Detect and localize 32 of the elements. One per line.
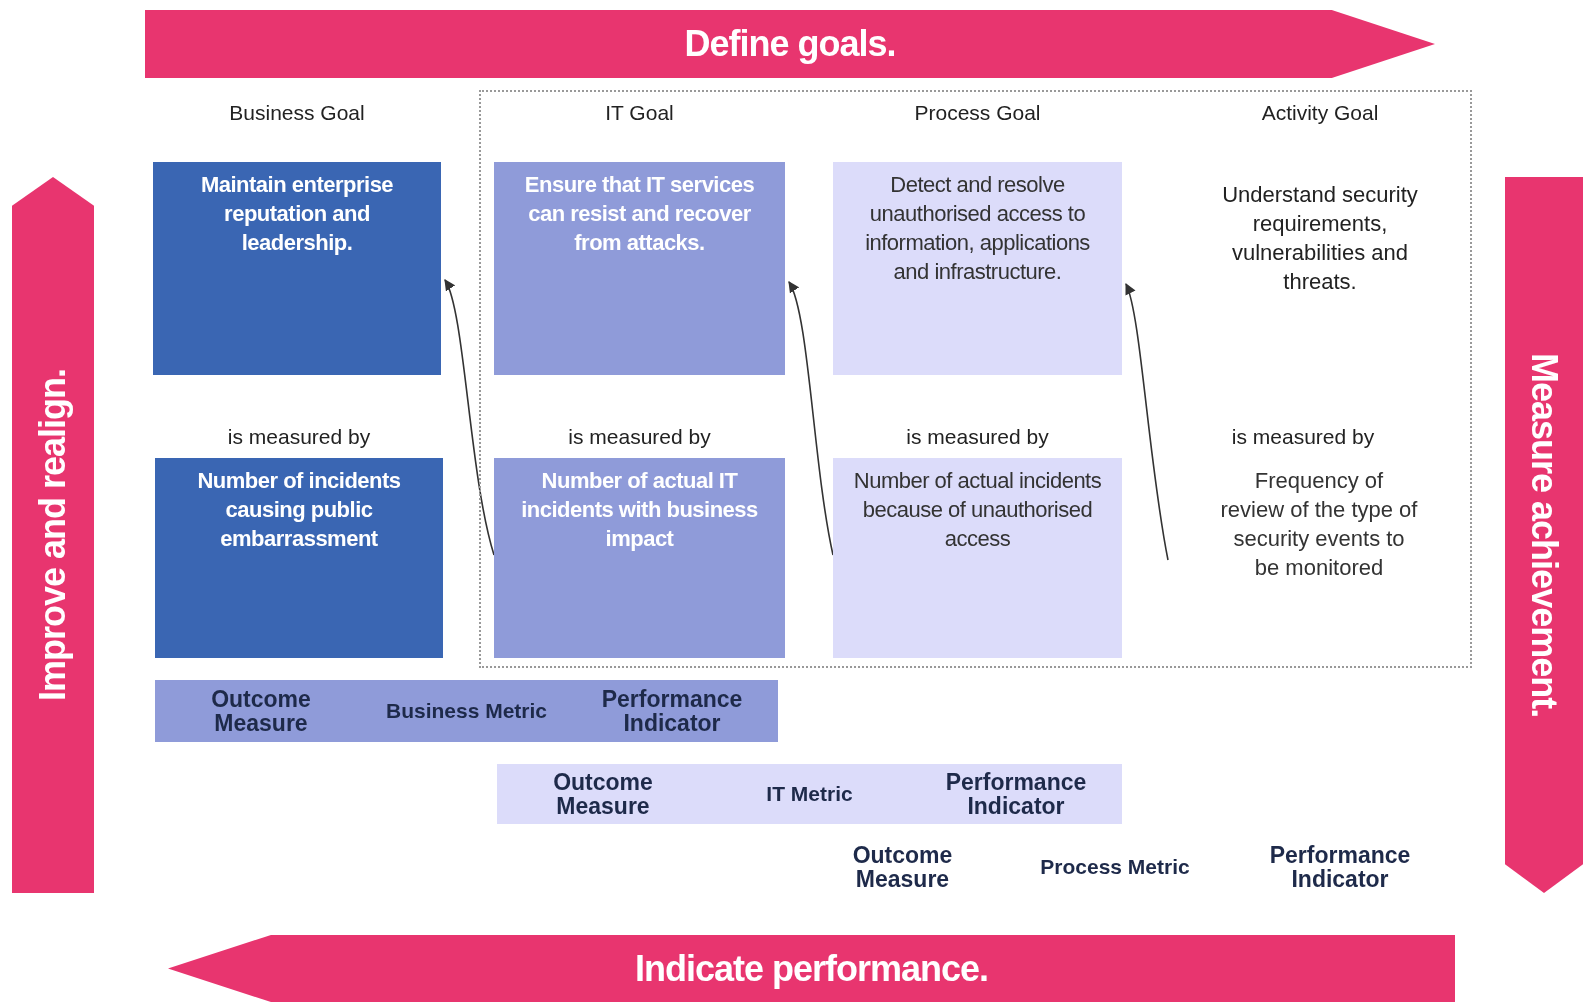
arrow bbox=[1124, 282, 1169, 561]
goal-text: Maintain enterprise reputation and leadership. bbox=[199, 171, 395, 257]
relation-text: is measured by bbox=[905, 424, 1050, 450]
arrow bbox=[788, 281, 834, 556]
relation-text: is measured by bbox=[567, 424, 712, 450]
band-text: Performance Indicator bbox=[944, 770, 1088, 818]
goal-text: Understand security requirements, vulnerabilities and threats. bbox=[1221, 181, 1419, 296]
column-heading: Activity Goal bbox=[1260, 100, 1380, 126]
column-heading: Business Goal bbox=[228, 100, 366, 126]
arrow bbox=[444, 279, 495, 556]
metric-text: Number of actual IT incidents with business impact bbox=[520, 467, 759, 553]
banner-text: Measure achievement. bbox=[1523, 352, 1565, 718]
band-text: Business Metric bbox=[385, 699, 548, 723]
goal-text: Ensure that IT services can resist and recover from attacks. bbox=[523, 171, 756, 257]
band-text: Outcome Measure bbox=[851, 843, 954, 891]
band-text: IT Metric bbox=[766, 782, 853, 806]
banner-text: Indicate performance. bbox=[634, 947, 989, 990]
band-text: Process Metric bbox=[1039, 855, 1191, 879]
banner-text: Define goals. bbox=[684, 23, 896, 65]
band-text: Outcome Measure bbox=[552, 770, 654, 818]
banner-text: Improve and realign. bbox=[32, 368, 74, 702]
column-heading: IT Goal bbox=[604, 100, 675, 126]
relation-text: is measured by bbox=[1230, 424, 1376, 450]
column-heading: Process Goal bbox=[913, 100, 1042, 126]
metric-text: Frequency of review of the type of security events to be monitored bbox=[1219, 467, 1419, 582]
metric-text: Number of incidents causing public embarrassment bbox=[196, 467, 402, 553]
relation-text: is measured by bbox=[226, 424, 372, 450]
band-text: Performance Indicator bbox=[1268, 843, 1412, 891]
band-text: Performance Indicator bbox=[600, 687, 744, 735]
goal-text: Detect and resolve unauthorised access to information, applications and infrastructure. bbox=[864, 171, 1091, 286]
metric-text: Number of actual incidents because of unauthorised access bbox=[852, 467, 1103, 553]
band-text: Outcome Measure bbox=[210, 687, 312, 735]
